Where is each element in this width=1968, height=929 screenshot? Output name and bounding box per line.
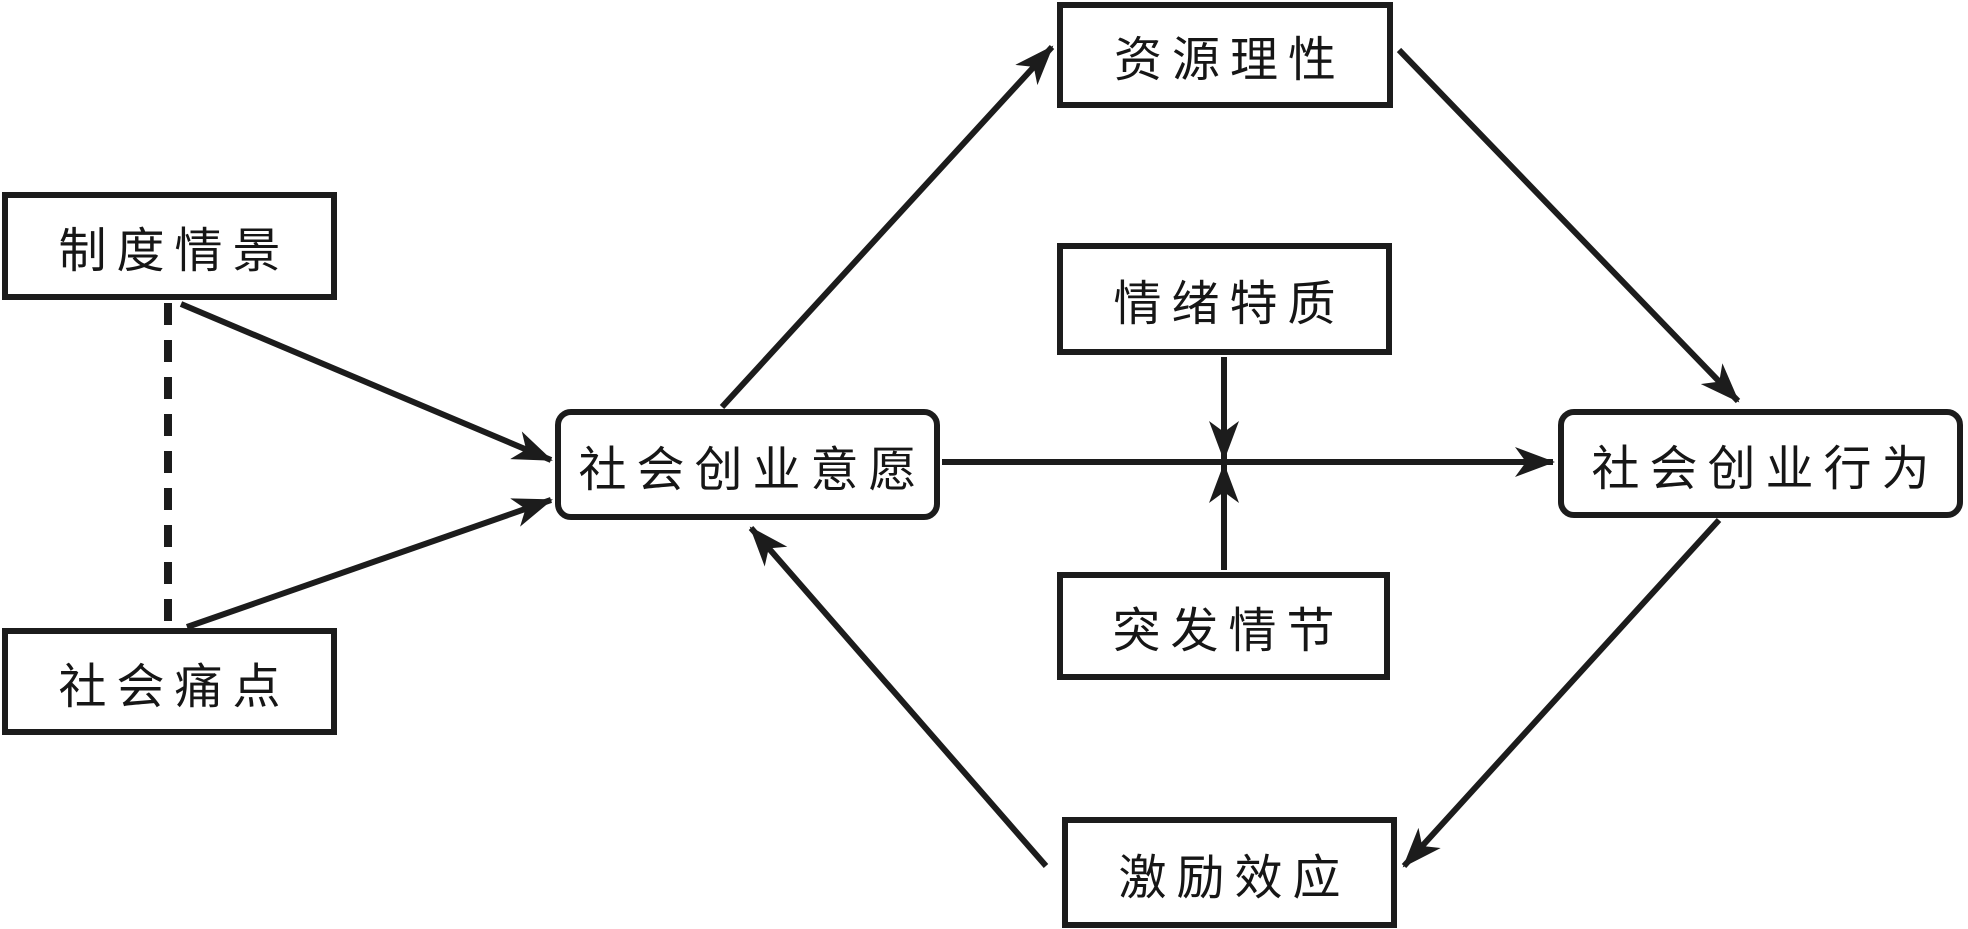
node-sudden-episodes: 突发情节: [1057, 572, 1390, 680]
node-social-entrepreneurship-behavior: 社会创业行为: [1558, 409, 1963, 518]
node-emotional-traits: 情绪特质: [1057, 243, 1392, 355]
edge-pain-to-intention: [186, 497, 553, 630]
edge-resource-to-behavior: [1396, 47, 1741, 404]
node-social-entrepreneurship-intention: 社会创业意愿: [555, 409, 940, 520]
edge-behavior-to-incentive: [1401, 517, 1722, 869]
edge-intention-to-resource: [719, 44, 1055, 410]
node-social-pain-points: 社会痛点: [2, 628, 337, 735]
node-resource-rationality: 资源理性: [1057, 2, 1393, 108]
node-institutional-context: 制度情景: [2, 192, 337, 300]
edge-institution-to-intention: [179, 301, 553, 463]
node-incentive-effect: 激励效应: [1062, 817, 1397, 928]
edge-incentive-to-intention: [748, 526, 1049, 868]
